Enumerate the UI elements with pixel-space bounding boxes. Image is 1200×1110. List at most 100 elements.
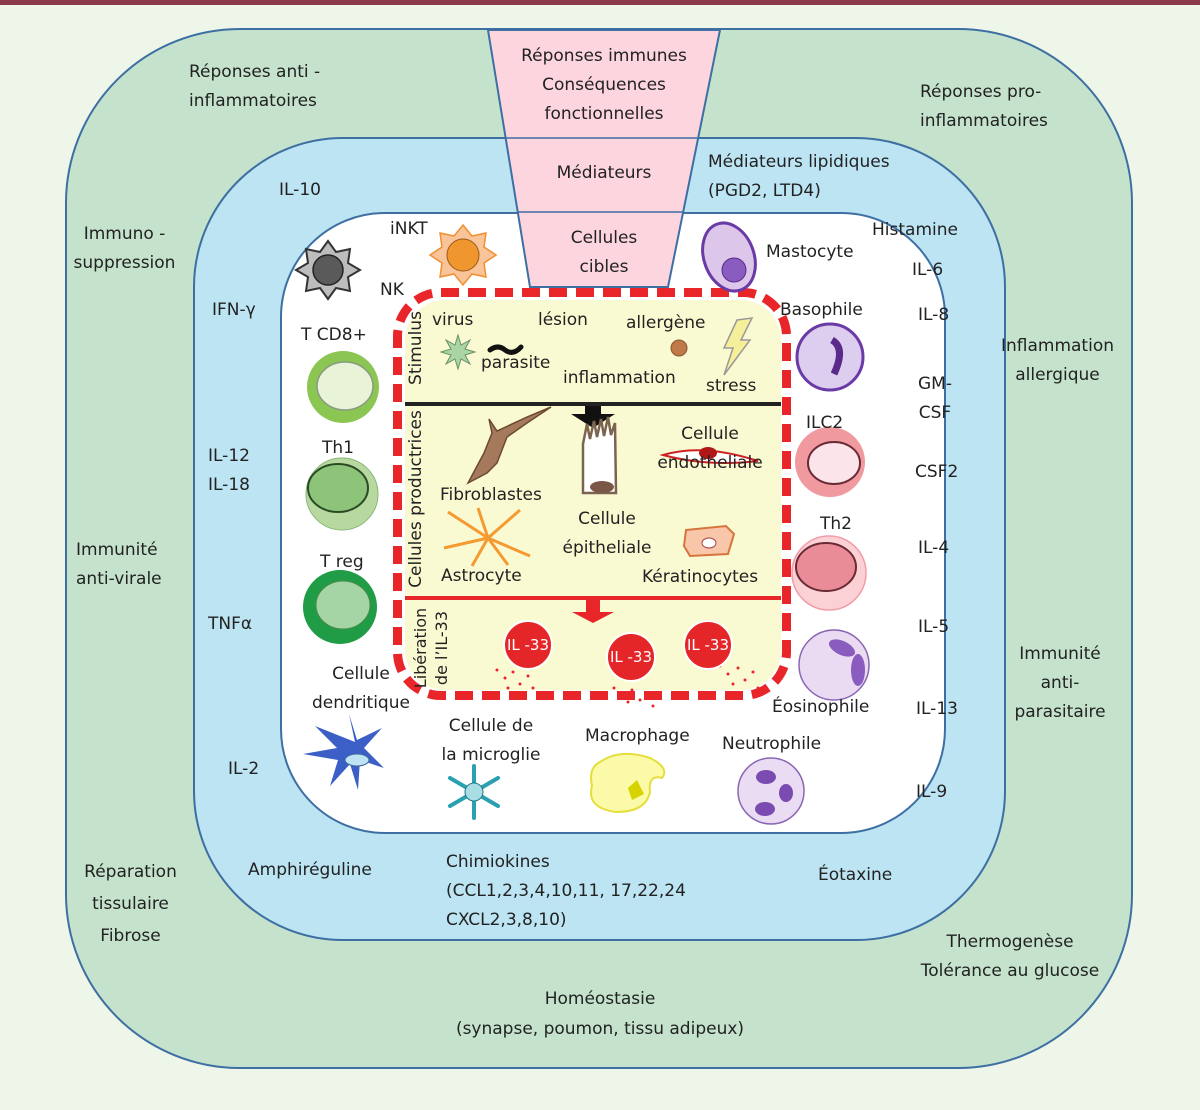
dendritic-cell-icon xyxy=(303,714,384,790)
mediator-il12: IL-12 xyxy=(208,446,250,466)
cell-label-ilc2: ILC2 xyxy=(806,413,844,433)
label-line: Immunité xyxy=(1019,644,1101,664)
label-antiviral: Immunité anti-virale xyxy=(76,536,162,594)
funnel-text: Cellules xyxy=(570,228,638,248)
cell-label-nk: NK xyxy=(380,280,404,300)
label-line: Fibrose xyxy=(100,926,161,946)
ilc2-nucleus-icon xyxy=(807,441,861,485)
label-line: Homéostasie xyxy=(544,989,656,1009)
funnel-level-target-cells: Cellules cibles xyxy=(488,224,720,282)
label-line: Cellule de xyxy=(448,716,534,736)
mediator-il13: IL-13 xyxy=(916,699,958,719)
mediator-il2: IL-2 xyxy=(228,759,260,779)
funnel-text: Réponses immunes xyxy=(521,46,687,66)
label-line: épitheliale xyxy=(562,538,652,558)
producer-epithelial: Cellule épitheliale xyxy=(552,505,662,563)
header-bar xyxy=(0,0,1200,5)
mediator-chemokines: Chimiokines (CCL1,2,3,4,10,11, 17,22,24 … xyxy=(446,848,686,935)
allergen-icon xyxy=(670,339,688,357)
funnel-level-mediators: Médiateurs xyxy=(556,163,652,183)
mediator-histamine: Histamine xyxy=(872,220,958,240)
label-line: Chimiokines xyxy=(446,852,550,872)
label-line: Réponses anti - xyxy=(189,62,321,82)
label-line: Cellule xyxy=(578,509,636,529)
label-pro-inflammatory: Réponses pro- inflammatoires xyxy=(920,78,1048,136)
mediator-amphiregulin: Amphiréguline xyxy=(248,860,372,880)
eosinophil-lobe-icon xyxy=(851,654,865,686)
label-thermogenesis: Thermogenèse Tolérance au glucose xyxy=(920,928,1100,986)
stimulus-parasite: parasite xyxy=(481,353,551,373)
mastocyte-cell-icon xyxy=(701,221,757,293)
cell-label-treg: T reg xyxy=(320,552,364,572)
virus-icon xyxy=(439,333,477,371)
label-line: inflammatoires xyxy=(189,91,317,111)
label-line: suppression xyxy=(73,253,176,273)
producer-keratinocytes: Kératinocytes xyxy=(642,567,759,587)
basophil-nucleus-icon xyxy=(829,336,843,376)
neutrophil-lobe-icon xyxy=(779,784,793,802)
il33-molecule: IL -33 xyxy=(683,620,733,670)
cell-label-mastocyte: Mastocyte xyxy=(766,242,854,262)
cell-label-eosinophil: Éosinophile xyxy=(772,697,870,717)
label-line: inflammatoires xyxy=(920,111,1048,131)
cell-label-basophil: Basophile xyxy=(780,300,863,320)
il33-droplets xyxy=(495,664,760,708)
label-line: Médiateurs lipidiques xyxy=(708,152,890,172)
keratinocyte-nucleus-icon xyxy=(701,537,717,549)
label-antiparasitic: Immunité anti- parasitaire xyxy=(1000,640,1120,727)
label-line: (synapse, poumon, tissu adipeux) xyxy=(455,1019,745,1039)
eosinophil-lobe-icon xyxy=(828,639,856,657)
mediator-il6: IL-6 xyxy=(912,260,944,280)
stimulus-inflammation: inflammation xyxy=(563,368,676,388)
mediator-il10: IL-10 xyxy=(279,180,321,200)
neutrophil-lobe-icon xyxy=(755,802,775,816)
mediator-il8: IL-8 xyxy=(918,305,950,325)
label-line: Tolérance au glucose xyxy=(920,961,1100,981)
producer-astrocyte: Astrocyte xyxy=(441,566,522,586)
th1-nucleus-icon xyxy=(307,463,369,513)
label-line: (PGD2, LTD4) xyxy=(708,181,821,201)
cell-label-tcd8: T CD8+ xyxy=(301,325,367,345)
fibroblast-icon xyxy=(466,406,552,485)
mediator-il5: IL-5 xyxy=(918,617,950,637)
label-line: Réparation xyxy=(84,862,177,882)
mediator-eotaxin: Éotaxine xyxy=(818,865,893,885)
stress-lightning-icon xyxy=(722,317,754,376)
cell-label-th1: Th1 xyxy=(322,438,354,458)
mediator-ifng: IFN-γ xyxy=(212,300,256,320)
label-line: la microglie xyxy=(441,745,541,765)
cell-label-neutrophil: Neutrophile xyxy=(722,734,822,754)
label-line: anti- xyxy=(1040,673,1080,693)
label-line: CXCL2,3,8,10) xyxy=(446,910,567,930)
label-line: Immuno - xyxy=(83,224,166,244)
macrophage-nucleus-icon xyxy=(628,780,644,800)
stimulus-virus: virus xyxy=(432,310,474,330)
mediator-il4: IL-4 xyxy=(918,538,950,558)
mediator-il18: IL-18 xyxy=(208,475,250,495)
label-line: dendritique xyxy=(312,693,410,713)
mediator-il12-il18: IL-12 IL-18 xyxy=(208,442,250,500)
label-line: parasitaire xyxy=(1014,702,1106,722)
funnel-text: fonctionnelles xyxy=(544,104,664,124)
label-line: anti-virale xyxy=(76,569,162,589)
neutrophil-cell-icon xyxy=(737,757,805,825)
label-line: tissulaire xyxy=(92,894,169,914)
funnel-level-responses: Réponses immunes Conséquences fonctionne… xyxy=(488,42,720,129)
cell-label-dendritic: Cellule dendritique xyxy=(306,660,416,718)
th2-nucleus-icon xyxy=(795,542,857,592)
funnel-shape xyxy=(486,29,722,288)
cell-label-inkt: iNKT xyxy=(390,219,428,239)
epithelial-cell-icon xyxy=(581,416,618,495)
label-line: Immunité xyxy=(76,540,158,560)
astrocyte-icon xyxy=(443,507,531,567)
label-line: allergique xyxy=(1015,365,1100,385)
mediator-csf2: CSF2 xyxy=(915,462,959,482)
label-homeostasis: Homéostasie (synapse, poumon, tissu adip… xyxy=(450,984,750,1044)
stimulus-lesion: lésion xyxy=(538,310,588,330)
il33-molecule: IL -33 xyxy=(503,620,553,670)
treg-nucleus-icon xyxy=(315,580,371,630)
neutrophil-lobe-icon xyxy=(756,770,776,784)
stimulus-stress: stress xyxy=(706,376,757,396)
dendritic-nucleus-icon xyxy=(344,753,370,767)
